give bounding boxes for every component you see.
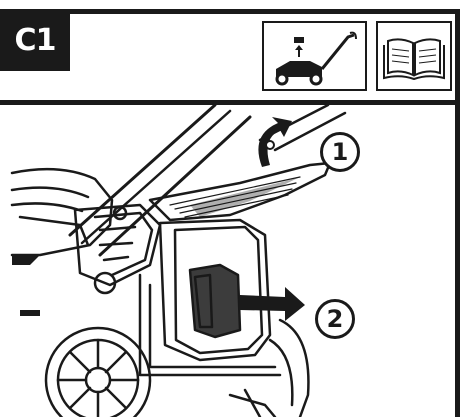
- step-label: C1: [14, 22, 57, 58]
- callout-2: 2: [315, 299, 355, 339]
- callout-1-label: 1: [331, 138, 349, 166]
- header-divider: [0, 100, 460, 105]
- manual-icon-box: [376, 21, 452, 91]
- mower-illustration: [10, 105, 347, 417]
- step-tab: C1: [0, 9, 70, 71]
- mower-icon-box: [262, 21, 367, 91]
- open-book-icon: [383, 38, 445, 81]
- callout-2-label: 2: [326, 305, 344, 333]
- right-border: [455, 9, 460, 417]
- top-border: [0, 9, 460, 14]
- callout-1: 1: [320, 132, 360, 172]
- lawn-mower-remove-icon: [275, 31, 357, 86]
